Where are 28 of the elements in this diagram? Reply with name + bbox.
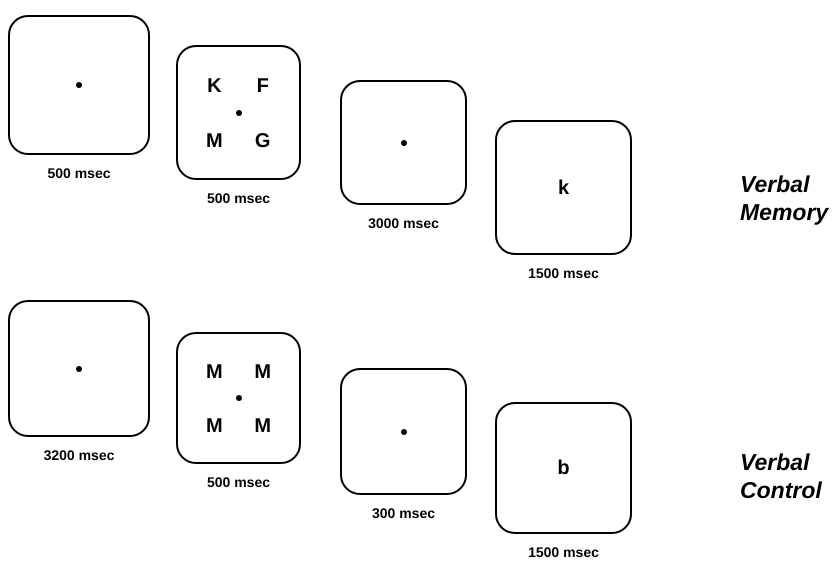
screen-frame: [8, 300, 150, 437]
letter: F: [256, 75, 269, 98]
screen-frame: [176, 45, 301, 180]
screen-frame: [340, 368, 467, 495]
duration-label: 3200 msec: [44, 447, 114, 463]
condition-label: Verbal Control: [740, 448, 824, 504]
letter: M: [206, 130, 223, 152]
duration-label: 300 msec: [372, 505, 436, 521]
screen-frame: [8, 15, 150, 155]
duration-label: 500 msec: [47, 165, 111, 181]
screen-frame: [495, 402, 632, 534]
letter: M: [206, 415, 223, 438]
screen-frame: [495, 120, 632, 255]
letter: k: [558, 176, 570, 198]
duration-label: 3000 msec: [368, 215, 439, 231]
letter: K: [207, 75, 222, 98]
screen-frame: [340, 80, 467, 205]
letter: b: [557, 457, 570, 479]
screen-frame: [176, 332, 301, 464]
letter: M: [254, 361, 272, 384]
letter: M: [206, 361, 223, 384]
duration-label: 1500 msec: [528, 544, 599, 560]
letter: M: [254, 415, 272, 438]
duration-label: 500 msec: [206, 474, 270, 490]
duration-label: 1500 msec: [528, 265, 599, 281]
letter: G: [254, 130, 270, 152]
condition-label: Verbal Memory: [740, 170, 830, 226]
duration-label: 500 msec: [206, 190, 270, 206]
